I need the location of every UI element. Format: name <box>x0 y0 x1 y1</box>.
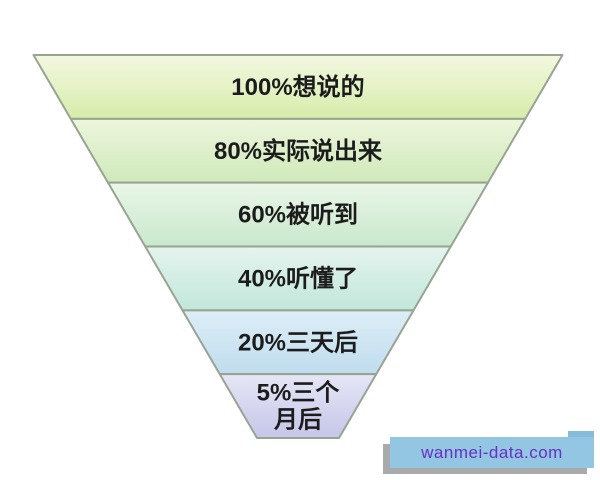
funnel-level-1-label: 100%想说的 <box>231 73 364 101</box>
funnel-level-6-label: 月后 <box>273 407 322 434</box>
watermark-tab <box>568 431 594 439</box>
funnel-level-4-label: 40%听懂了 <box>238 265 358 292</box>
funnel-level-3-label: 60%被听到 <box>238 202 358 229</box>
funnel-level-5-label: 20%三天后 <box>238 329 358 356</box>
funnel-level-6 <box>218 373 378 439</box>
watermark: wanmei-data.com <box>390 437 594 468</box>
funnel-level-2-label: 80%实际说出来 <box>214 137 383 165</box>
funnel-level-6-label: 5%三个 <box>257 380 341 407</box>
